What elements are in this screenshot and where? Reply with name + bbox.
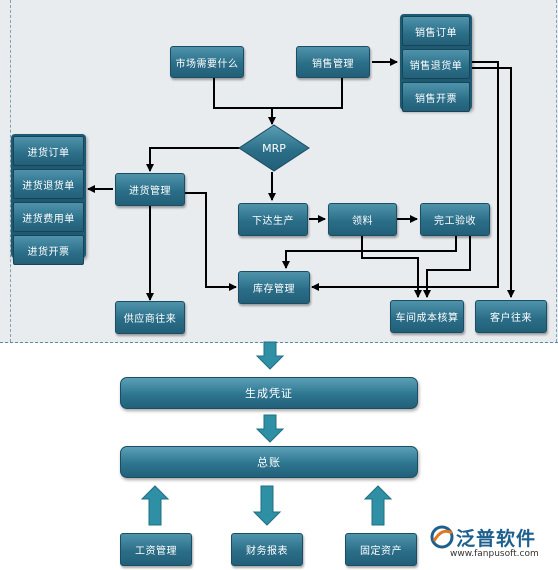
arrow-completion-to-cost [423, 236, 471, 298]
logo-url: www.fanpusoft.com [450, 549, 539, 559]
logo-name: 泛普软件 [456, 528, 537, 550]
supplier-account-box: 供应商往来 [115, 301, 185, 334]
purchase-docs-stack: 进货订单 进货退货单 进货费用单 进货开票 [11, 134, 86, 265]
fanpu-logo: 泛普软件 www.fanpusoft.com [428, 524, 554, 568]
sales-return-item: 销售退货单 [402, 49, 470, 79]
generate-voucher-box: 生成凭证 [120, 377, 418, 409]
purchase-invoice-item: 进货开票 [13, 235, 84, 265]
sales-management-box: 销售管理 [296, 46, 370, 78]
workshop-cost-box: 车间成本核算 [390, 300, 464, 333]
arrow-purchase-to-inventory [185, 192, 237, 291]
arrow-completion-to-inventory [282, 236, 457, 269]
arrow-sales-to-inventory [311, 61, 499, 291]
big-arrow-up-assets [363, 485, 393, 526]
big-arrow-down-report [252, 485, 282, 526]
purchase-expense-item: 进货费用单 [13, 202, 84, 232]
issue-production-box: 下达生产 [238, 203, 308, 236]
material-pick-box: 领料 [328, 203, 397, 236]
big-arrow-up-payroll [140, 485, 170, 526]
payroll-box: 工资管理 [120, 533, 192, 566]
arrow-mrp-to-purchase [146, 147, 240, 172]
arrow-material-to-cost [361, 236, 422, 298]
purchase-management-box: 进货管理 [115, 173, 185, 206]
completion-check-box: 完工验收 [420, 203, 490, 236]
purchase-order-item: 进货订单 [13, 136, 84, 166]
general-ledger-box: 总账 [120, 446, 418, 478]
line-sales-to-mrp [272, 78, 343, 109]
sales-docs-stack: 销售订单 销售退货单 销售开票 [400, 14, 472, 112]
market-demand-box: 市场需要什么 [170, 46, 244, 78]
sales-order-item: 销售订单 [402, 16, 470, 46]
inventory-management-box: 库存管理 [238, 271, 310, 304]
sales-invoice-item: 销售开票 [402, 82, 470, 112]
financial-report-box: 财务报表 [231, 533, 303, 566]
mrp-diamond: MRP [238, 124, 310, 172]
big-arrow-down-1 [255, 341, 285, 370]
panel-dashed-edge-right [556, 0, 558, 342]
fanpu-logo-icon [430, 525, 454, 549]
arrow-sales-to-customer [470, 67, 515, 298]
purchase-return-item: 进货退货单 [13, 169, 84, 199]
panel-dashed-edge-left [10, 0, 12, 342]
mrp-label: MRP [262, 142, 286, 155]
customer-account-box: 客户往来 [475, 300, 547, 333]
arrow-market-to-mrp [213, 78, 276, 125]
fixed-assets-box: 固定资产 [345, 533, 417, 566]
big-arrow-down-2 [255, 414, 285, 443]
